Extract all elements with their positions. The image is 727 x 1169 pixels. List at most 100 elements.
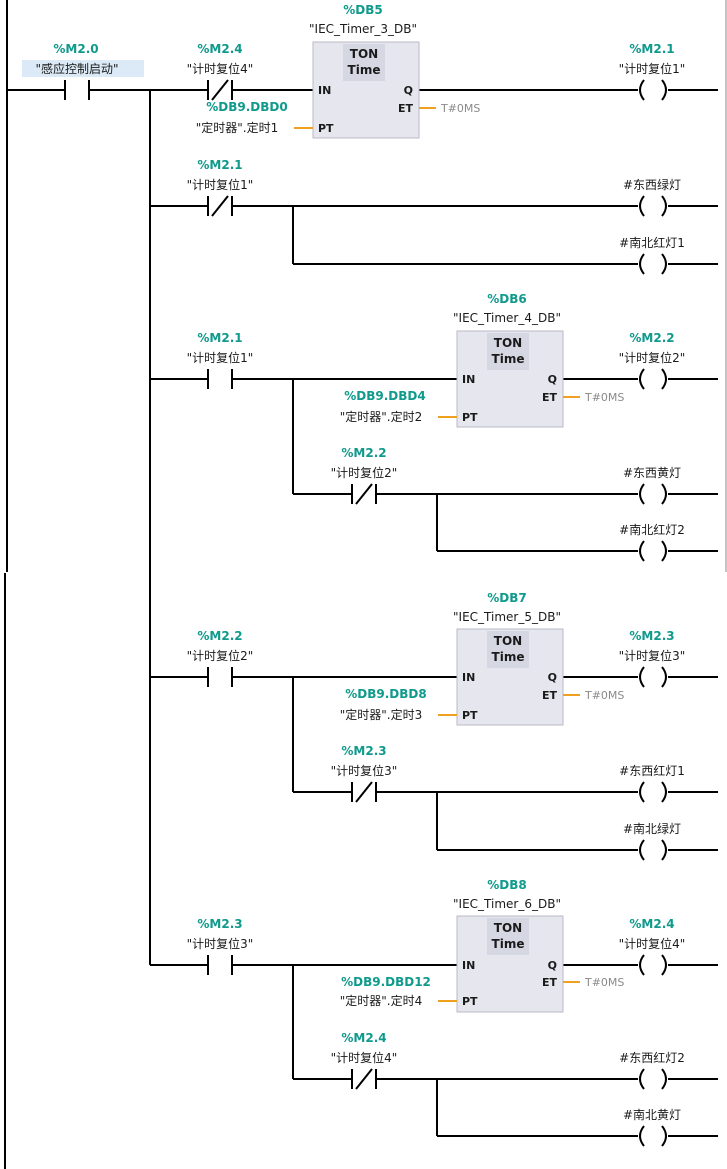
timer-subtype: Time [492, 650, 525, 664]
coil[interactable] [639, 954, 667, 976]
timer-subtype: Time [492, 937, 525, 951]
network-1: %M2.0 "感应控制启动" %M2.4 "计时复位4" %DB5 "IEC_T… [7, 3, 718, 965]
coil-symbol: #东西红灯1 [619, 763, 685, 778]
pin-et: ET [398, 102, 414, 115]
pin-pt: PT [462, 995, 478, 1008]
coil-address: %M2.2 [629, 331, 674, 345]
ton-timer-block[interactable]: TON Time IN Q ET PT [456, 628, 564, 726]
coil[interactable] [639, 195, 667, 217]
timer-instance: "IEC_Timer_4_DB" [453, 311, 561, 325]
pin-pt: PT [462, 411, 478, 424]
no-contact[interactable] [207, 369, 233, 389]
timer-instance: "IEC_Timer_6_DB" [453, 897, 561, 911]
coil-symbol: #南北红灯1 [619, 235, 685, 250]
contact-address: %M2.3 [197, 917, 242, 931]
coil-symbol: #东西红灯2 [619, 1050, 685, 1065]
contact-symbol: "感应控制启动" [35, 61, 118, 76]
pt-symbol: "定时器".定时4 [340, 993, 423, 1008]
coil-symbol: #东西黄灯 [623, 466, 681, 480]
timer-type: TON [494, 921, 522, 935]
pin-in: IN [462, 671, 475, 684]
coil-symbol: "计时复位1" [619, 61, 686, 76]
contact-address: %M2.3 [341, 744, 386, 758]
timer-subtype: Time [348, 63, 381, 77]
coil[interactable] [639, 368, 667, 390]
pin-pt: PT [462, 709, 478, 722]
et-value: T#0MS [584, 976, 624, 989]
contact-symbol: "计时复位1" [187, 350, 254, 365]
pt-address: %DB9.DBD4 [344, 389, 425, 403]
coil[interactable] [639, 1068, 667, 1090]
contact-address: %M2.4 [341, 1031, 386, 1045]
coil-symbol: #南北绿灯 [623, 821, 681, 836]
pin-et: ET [542, 391, 558, 404]
coil[interactable] [639, 781, 667, 803]
coil[interactable] [639, 839, 667, 861]
pt-address: %DB9.DBD8 [345, 687, 426, 701]
coil-address: %M2.1 [629, 42, 674, 56]
pt-address: %DB9.DBD12 [341, 975, 431, 989]
pt-symbol: "定时器".定时1 [196, 120, 279, 135]
ton-timer-block[interactable]: TON Time IN Q ET PT [312, 41, 420, 139]
pt-symbol: "定时器".定时2 [340, 409, 423, 424]
coil-symbol: "计时复位4" [619, 936, 686, 951]
coil[interactable] [639, 253, 667, 275]
pin-q: Q [548, 671, 557, 684]
nc-contact[interactable] [207, 79, 233, 101]
timer-type: TON [350, 47, 378, 61]
pin-et: ET [542, 689, 558, 702]
nc-contact[interactable] [351, 1068, 377, 1090]
contact-symbol: "计时复位1" [187, 177, 254, 192]
et-value: T#0MS [584, 689, 624, 702]
ton-timer-block[interactable]: TON Time IN Q ET PT [456, 915, 564, 1013]
pin-q: Q [404, 84, 413, 97]
timer-subtype: Time [492, 352, 525, 366]
coil-address: %M2.3 [629, 629, 674, 643]
contact-address: %M2.1 [197, 331, 242, 345]
et-value: T#0MS [440, 102, 480, 115]
nc-contact[interactable] [351, 781, 377, 803]
nc-contact[interactable] [207, 195, 233, 217]
pin-in: IN [318, 84, 331, 97]
pt-symbol: "定时器".定时3 [340, 707, 423, 722]
contact-symbol: "计时复位2" [187, 648, 254, 663]
pin-in: IN [462, 373, 475, 386]
timer-db-address: %DB8 [487, 878, 526, 892]
et-value: T#0MS [584, 391, 624, 404]
coil-address: %M2.4 [629, 917, 674, 931]
contact-address: %M2.0 [53, 42, 98, 56]
coil[interactable] [639, 483, 667, 505]
pin-in: IN [462, 959, 475, 972]
timer-instance: "IEC_Timer_5_DB" [453, 610, 561, 624]
coil[interactable] [639, 666, 667, 688]
coil-symbol: #东西绿灯 [623, 177, 681, 192]
coil[interactable] [639, 540, 667, 562]
no-contact[interactable] [207, 667, 233, 687]
timer-db-address: %DB6 [487, 292, 526, 306]
no-contact[interactable] [64, 80, 90, 100]
symbol-highlight [22, 60, 144, 77]
coil-symbol: #南北黄灯 [623, 1107, 681, 1122]
coil-symbol: "计时复位3" [619, 648, 686, 663]
contact-symbol: "计时复位4" [187, 61, 254, 76]
network-3: %M2.1 "计时复位1" %DB6 "IEC_Timer_4_DB" TON … [150, 292, 718, 562]
pin-pt: PT [318, 122, 334, 135]
contact-symbol: "计时复位3" [187, 936, 254, 951]
contact-address: %M2.2 [197, 629, 242, 643]
timer-db-address: %DB7 [487, 591, 526, 605]
coil[interactable] [639, 1125, 667, 1147]
contact-symbol: "计时复位4" [331, 1050, 398, 1065]
no-contact[interactable] [207, 955, 233, 975]
network-5: %M2.3 "计时复位3" %DB8 "IEC_Timer_6_DB" TON … [150, 878, 718, 1147]
pin-q: Q [548, 373, 557, 386]
timer-instance: "IEC_Timer_3_DB" [309, 22, 417, 36]
pin-q: Q [548, 959, 557, 972]
coil-symbol: #南北红灯2 [619, 522, 685, 537]
coil[interactable] [639, 79, 667, 101]
contact-symbol: "计时复位2" [331, 465, 398, 480]
timer-type: TON [494, 336, 522, 350]
pt-address: %DB9.DBD0 [206, 100, 287, 114]
ton-timer-block[interactable]: TON Time IN Q ET PT [456, 330, 564, 428]
contact-symbol: "计时复位3" [331, 763, 398, 778]
nc-contact[interactable] [351, 483, 377, 505]
